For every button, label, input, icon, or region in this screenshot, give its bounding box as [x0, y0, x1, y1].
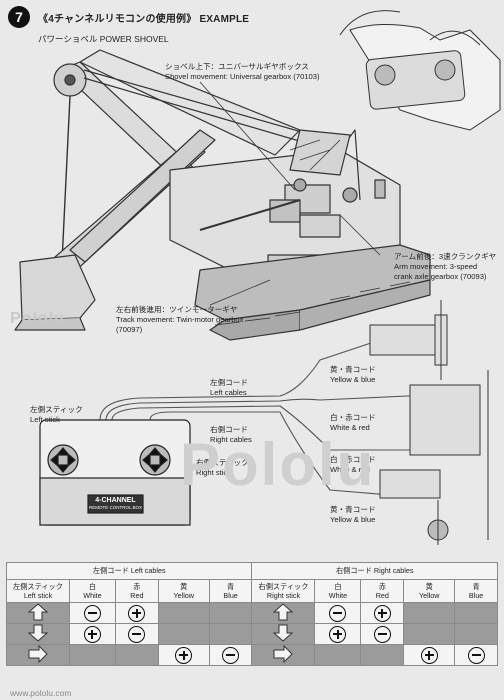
- table-cell: [314, 644, 362, 666]
- table-cell: [208, 602, 253, 624]
- table-cell: [69, 644, 116, 666]
- table-right-group-header: 右側コード Right cables: [251, 562, 498, 580]
- table-cell: [157, 602, 210, 624]
- cable-connection-table: 左側コード Left cables 右側コード Right cables 左側ス…: [5, 562, 498, 666]
- table-cell: [208, 644, 253, 666]
- hand-controller: [339, 10, 501, 131]
- table-left-group-header: 左側コード Left cables: [5, 562, 253, 580]
- table-cell: [403, 644, 456, 666]
- direction-up-icon: [251, 602, 316, 624]
- plus-icon: [373, 604, 391, 622]
- track-movement-label: 左右前後進用：ツインモーターギヤ Track movement: Twin-mo…: [116, 305, 244, 334]
- minus-icon: [467, 646, 485, 664]
- minus-icon: [83, 604, 101, 622]
- plus-icon: [175, 646, 193, 664]
- table-cell: [69, 602, 116, 624]
- wire-label-yellow-blue-1: 黄・青コード Yellow & blue: [330, 365, 376, 384]
- table-cell: [360, 623, 405, 645]
- table-cell: [208, 623, 253, 645]
- table-row: [6, 623, 498, 645]
- table-cell: [454, 602, 498, 624]
- shovel-movement-label: ショベル上下：ユニバーサルギヤボックス Shovel movement: Uni…: [165, 62, 320, 81]
- plus-icon: [83, 625, 101, 643]
- page-header: 7 《4チャンネルリモコンの使用例》 EXAMPLE: [6, 6, 496, 28]
- table-cell: [403, 623, 456, 645]
- minus-icon: [222, 646, 240, 664]
- wire-label-white-red-1: 白・赤コード White & red: [330, 413, 376, 432]
- table-cell: [314, 602, 362, 624]
- wire-label-yellow-blue-2: 黄・青コード Yellow & blue: [330, 505, 376, 524]
- table-row: [6, 602, 498, 624]
- plus-icon: [128, 604, 146, 622]
- direction-up-icon: [6, 602, 70, 624]
- left-stick-label: 左側スティック Left stick: [30, 405, 83, 424]
- table-cell: [454, 644, 498, 666]
- bucket: [19, 254, 96, 321]
- subtitle: パワーショベル POWER SHOVEL: [38, 34, 169, 44]
- table-cell: [454, 623, 498, 645]
- table-cell: [314, 623, 362, 645]
- power-shovel-illustration: [14, 10, 501, 545]
- plus-icon: [329, 625, 347, 643]
- right-cables-label: 右側コード Right cables: [210, 425, 252, 444]
- direction-right-icon: [6, 644, 70, 666]
- direction-right-icon: [251, 644, 316, 666]
- right-stick-label: 右側スティック Right stick: [196, 458, 249, 477]
- table-cell: [360, 644, 405, 666]
- left-cables-label: 左側コード Left cables: [210, 378, 248, 397]
- minus-icon: [329, 604, 347, 622]
- watermark-large: Pololu: [180, 431, 376, 498]
- controller-brand: 4-CHANNEL REMOTE CONTROL BOX: [88, 497, 143, 510]
- minus-icon: [128, 625, 146, 643]
- table-cell: [157, 623, 210, 645]
- table-cell: [360, 602, 405, 624]
- direction-down-icon: [251, 623, 316, 645]
- wire-label-white-red-2: 白・赤コード White & red: [330, 455, 376, 474]
- table-cell: [114, 623, 159, 645]
- table-cell: [114, 602, 159, 624]
- plus-icon: [420, 646, 438, 664]
- watermark-small: Pololu: [10, 310, 65, 327]
- motor-assembly: [369, 300, 489, 545]
- page-title: 《4チャンネルリモコンの使用例》 EXAMPLE: [38, 14, 250, 25]
- direction-down-icon: [6, 623, 70, 645]
- table-cell: [114, 644, 159, 666]
- controller-box: [39, 419, 191, 526]
- table-cell: [157, 644, 210, 666]
- footer-url: www.pololu.com: [10, 688, 72, 698]
- table-row: [6, 644, 498, 666]
- step-badge: 7: [8, 6, 30, 28]
- minus-icon: [373, 625, 391, 643]
- arm-movement-label: アーム前後：3速クランクギヤ Arm movement: 3-speed cra…: [394, 252, 497, 281]
- table-cell: [69, 623, 116, 645]
- table-cell: [403, 602, 456, 624]
